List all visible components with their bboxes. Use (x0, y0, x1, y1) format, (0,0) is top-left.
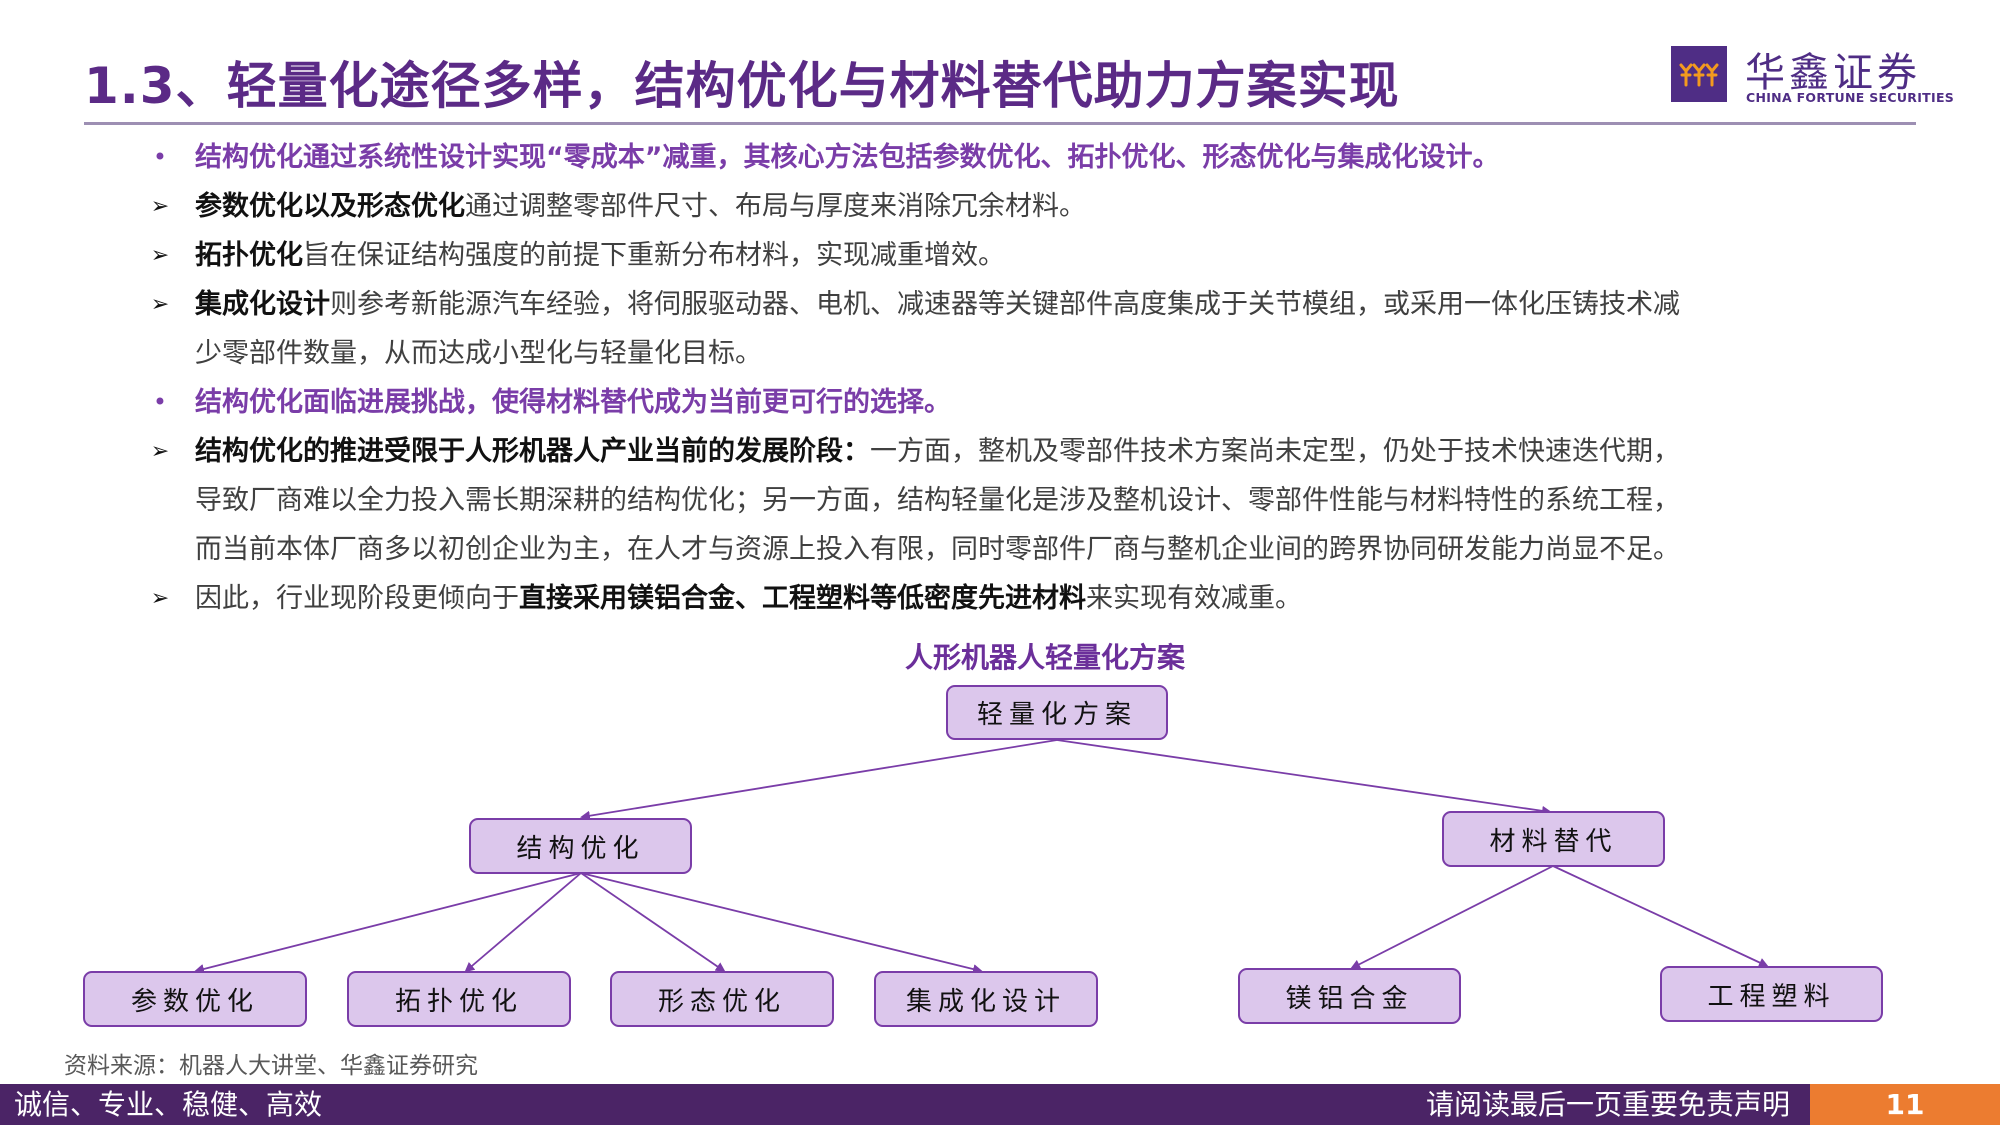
diagram-node-topology-optimization: 拓扑优化 (347, 971, 571, 1027)
bullet-emphasis: 直接采用镁铝合金、工程塑料等低密度先进材料 (519, 583, 1086, 614)
bullet-line: ➢ 拓扑优化旨在保证结构强度的前提下重新分布材料，实现减重增效。 (145, 231, 1845, 280)
bullet-text: 因此，行业现阶段更倾向于 (195, 583, 519, 614)
bullet-text: 则参考新能源汽车经验，将伺服驱动器、电机、减速器等关键部件高度集成于关节模组，或… (330, 289, 1680, 320)
page-title: 1.3、轻量化途径多样，结构优化与材料替代助力方案实现 (84, 57, 1400, 115)
bullet-text: 而当前本体厂商多以初创企业为主，在人才与资源上投入有限，同时零部件厂商与整机企业… (195, 534, 1680, 565)
arrow-bullet-icon: ➢ (150, 292, 170, 317)
arrow-bullet-icon: ➢ (150, 439, 170, 464)
diagram-node-integrated-design: 集成化设计 (874, 971, 1098, 1027)
diagram-node-engineering-plastics: 工程塑料 (1660, 966, 1883, 1022)
diagram-node-material-substitution: 材料替代 (1442, 811, 1665, 867)
diagram-node-parameter-optimization: 参数优化 (83, 971, 307, 1027)
bullet-list: • 结构优化通过系统性设计实现“零成本”减重，其核心方法包括参数优化、拓扑优化、… (145, 133, 1845, 623)
bullet-continuation: 而当前本体厂商多以初创企业为主，在人才与资源上投入有限，同时零部件厂商与整机企业… (145, 525, 1845, 574)
logo-name-en: CHINA FORTUNE SECURITIES (1746, 90, 1955, 105)
diagram-node-magnesium-aluminum-alloy: 镁铝合金 (1238, 968, 1461, 1024)
bullet-line: ➢ 参数优化以及形态优化通过调整零部件尺寸、布局与厚度来消除冗余材料。 (145, 182, 1845, 231)
footer-disclaimer[interactable]: 请阅读最后一页重要免责声明 (1425, 1088, 1790, 1121)
diagram-title: 人形机器人轻量化方案 (904, 641, 1185, 674)
bullet-line: ➢ 因此，行业现阶段更倾向于直接采用镁铝合金、工程塑料等低密度先进材料来实现有效… (145, 574, 1845, 623)
bullet-continuation: 少零部件数量，从而达成小型化与轻量化目标。 (145, 329, 1845, 378)
bullet-line: ➢ 结构优化的推进受限于人形机器人产业当前的发展阶段：一方面，整机及零部件技术方… (145, 427, 1845, 476)
arrow-bullet-icon: ➢ (150, 243, 170, 268)
bullet-text: 来实现有效减重。 (1086, 583, 1302, 614)
bullet-continuation: 导致厂商难以全力投入需长期深耕的结构优化；另一方面，结构轻量化是涉及整机设计、零… (145, 476, 1845, 525)
three-figures-icon (1679, 63, 1719, 87)
bullet-emphasis: 参数优化以及形态优化 (195, 191, 465, 222)
logo-name-cn: 华鑫证券 (1745, 50, 1921, 96)
bullet-dot-icon: • (152, 388, 168, 416)
bullet-dot-icon: • (152, 143, 168, 171)
header-divider (84, 122, 1916, 125)
bullet-line: • 结构优化面临进展挑战，使得材料替代成为当前更可行的选择。 (145, 378, 1845, 427)
diagram-node-structure-optimization: 结构优化 (469, 818, 692, 874)
page-number: 11 (1810, 1084, 2000, 1125)
bullet-emphasis: 结构优化的推进受限于人形机器人产业当前的发展阶段： (195, 436, 870, 467)
diagram-node-root: 轻量化方案 (946, 685, 1168, 740)
bullet-line: • 结构优化通过系统性设计实现“零成本”减重，其核心方法包括参数优化、拓扑优化、… (145, 133, 1845, 182)
diagram-node-shape-optimization: 形态优化 (610, 971, 834, 1027)
bullet-text: 旨在保证结构强度的前提下重新分布材料，实现减重增效。 (303, 240, 1005, 271)
bullet-text: 少零部件数量，从而达成小型化与轻量化目标。 (195, 338, 762, 369)
arrow-bullet-icon: ➢ (150, 194, 170, 219)
bullet-text: 导致厂商难以全力投入需长期深耕的结构优化；另一方面，结构轻量化是涉及整机设计、零… (195, 485, 1680, 516)
bullet-text: 一方面，整机及零部件技术方案尚未定型，仍处于技术快速迭代期， (870, 436, 1680, 467)
bullet-emphasis: 拓扑优化 (195, 240, 303, 271)
footer-bar: 诚信、专业、稳健、高效 请阅读最后一页重要免责声明 11 (0, 1084, 2000, 1125)
bullet-line: ➢ 集成化设计则参考新能源汽车经验，将伺服驱动器、电机、减速器等关键部件高度集成… (145, 280, 1845, 329)
company-logo (1671, 46, 1727, 102)
bullet-text: 结构优化面临进展挑战，使得材料替代成为当前更可行的选择。 (195, 387, 951, 418)
footer-slogan: 诚信、专业、稳健、高效 (14, 1088, 323, 1121)
bullet-text: 通过调整零部件尺寸、布局与厚度来消除冗余材料。 (465, 191, 1086, 222)
source-note: 资料来源：机器人大讲堂、华鑫证券研究 (64, 1053, 478, 1079)
bullet-emphasis: 集成化设计 (195, 289, 330, 320)
arrow-bullet-icon: ➢ (150, 586, 170, 611)
bullet-text: 结构优化通过系统性设计实现“零成本”减重，其核心方法包括参数优化、拓扑优化、形态… (195, 142, 1500, 173)
